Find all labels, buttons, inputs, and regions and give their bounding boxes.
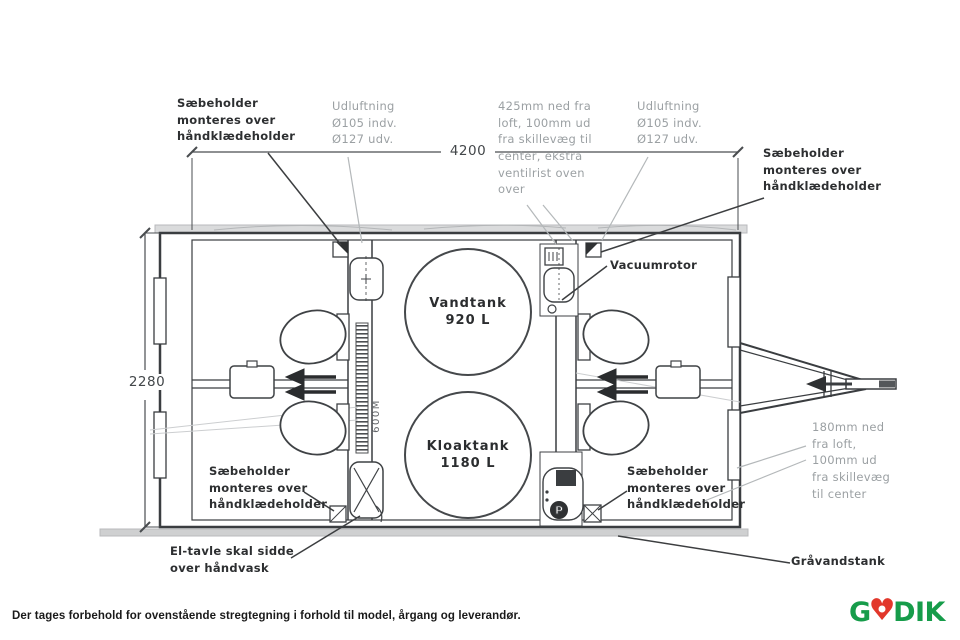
water-tank-name: Vandtank bbox=[429, 296, 507, 311]
handwash-fixture-bottom bbox=[329, 461, 384, 523]
dimension-lines bbox=[139, 146, 744, 533]
disclaimer-text: Der tages forbehold for ovenstående stre… bbox=[12, 610, 521, 622]
drawbar-hitch bbox=[739, 342, 897, 414]
sewage-tank-capacity: 1180 L bbox=[441, 456, 496, 471]
roof-and-ground-edges bbox=[99, 224, 749, 537]
pump-fixture: P bbox=[539, 451, 602, 527]
label-soap-holder-bottom-right: Sæbeholder monteres over håndklædeholder bbox=[627, 464, 746, 512]
godik-logo: G ♥ DIK bbox=[849, 592, 945, 628]
logo-letters-dik: DIK bbox=[893, 597, 945, 628]
hatched-partition-strip bbox=[355, 322, 369, 454]
label-vent-left: Udluftning Ø105 indv. Ø127 udv. bbox=[332, 99, 398, 147]
logo-letter-g: G bbox=[849, 597, 871, 628]
label-mount-note: 180mm ned fra loft, 100mm ud fra skillev… bbox=[812, 420, 891, 501]
toilet-left-top bbox=[279, 309, 347, 365]
label-soap-holder-top-left: Sæbeholder monteres over håndklædeholder bbox=[177, 96, 296, 144]
partition-dimension-text: 600M bbox=[371, 399, 382, 433]
washbasins bbox=[229, 360, 701, 399]
sewage-tank bbox=[404, 391, 532, 519]
label-vacuum-rotor: Vacuumrotor bbox=[610, 258, 698, 272]
washbasin-right bbox=[655, 365, 701, 399]
tank-room: Vandtank 920 L Kloaktank 1180 L bbox=[404, 248, 532, 519]
toilets bbox=[279, 309, 650, 456]
toilet-right-top bbox=[582, 309, 650, 365]
heart-icon: ♥ bbox=[868, 592, 896, 628]
label-vent-right: Udluftning Ø105 indv. Ø127 udv. bbox=[637, 99, 703, 147]
label-soap-holder-top-right: Sæbeholder monteres over håndklædeholder bbox=[763, 146, 882, 194]
water-tank bbox=[404, 248, 532, 376]
door-direction-arrows bbox=[284, 368, 648, 401]
vacuum-rotor-fixture bbox=[539, 242, 602, 317]
label-soap-holder-bottom-left: Sæbeholder monteres over håndklædeholder bbox=[209, 464, 328, 512]
leader-lines bbox=[267, 152, 791, 564]
label-greywater-tank: Gråvandstank bbox=[791, 554, 886, 568]
washbasin-left bbox=[229, 365, 275, 399]
water-tank-capacity: 920 L bbox=[446, 313, 491, 328]
dimension-width-text: 2280 bbox=[119, 374, 175, 390]
pump-marker-letter: P bbox=[555, 504, 563, 517]
vent-fixture-top bbox=[332, 241, 384, 302]
label-vent-note: 425mm ned fra loft, 100mm ud fra skillev… bbox=[498, 99, 592, 197]
toilet-left-bottom bbox=[279, 400, 347, 456]
toilet-right-bottom bbox=[582, 400, 650, 456]
dimension-length-text: 4200 bbox=[441, 143, 495, 159]
sewage-tank-name: Kloaktank bbox=[427, 439, 510, 454]
gray-leader-lines bbox=[347, 156, 807, 503]
label-el-panel: El-tavle skal sidde over håndvask bbox=[170, 544, 295, 575]
